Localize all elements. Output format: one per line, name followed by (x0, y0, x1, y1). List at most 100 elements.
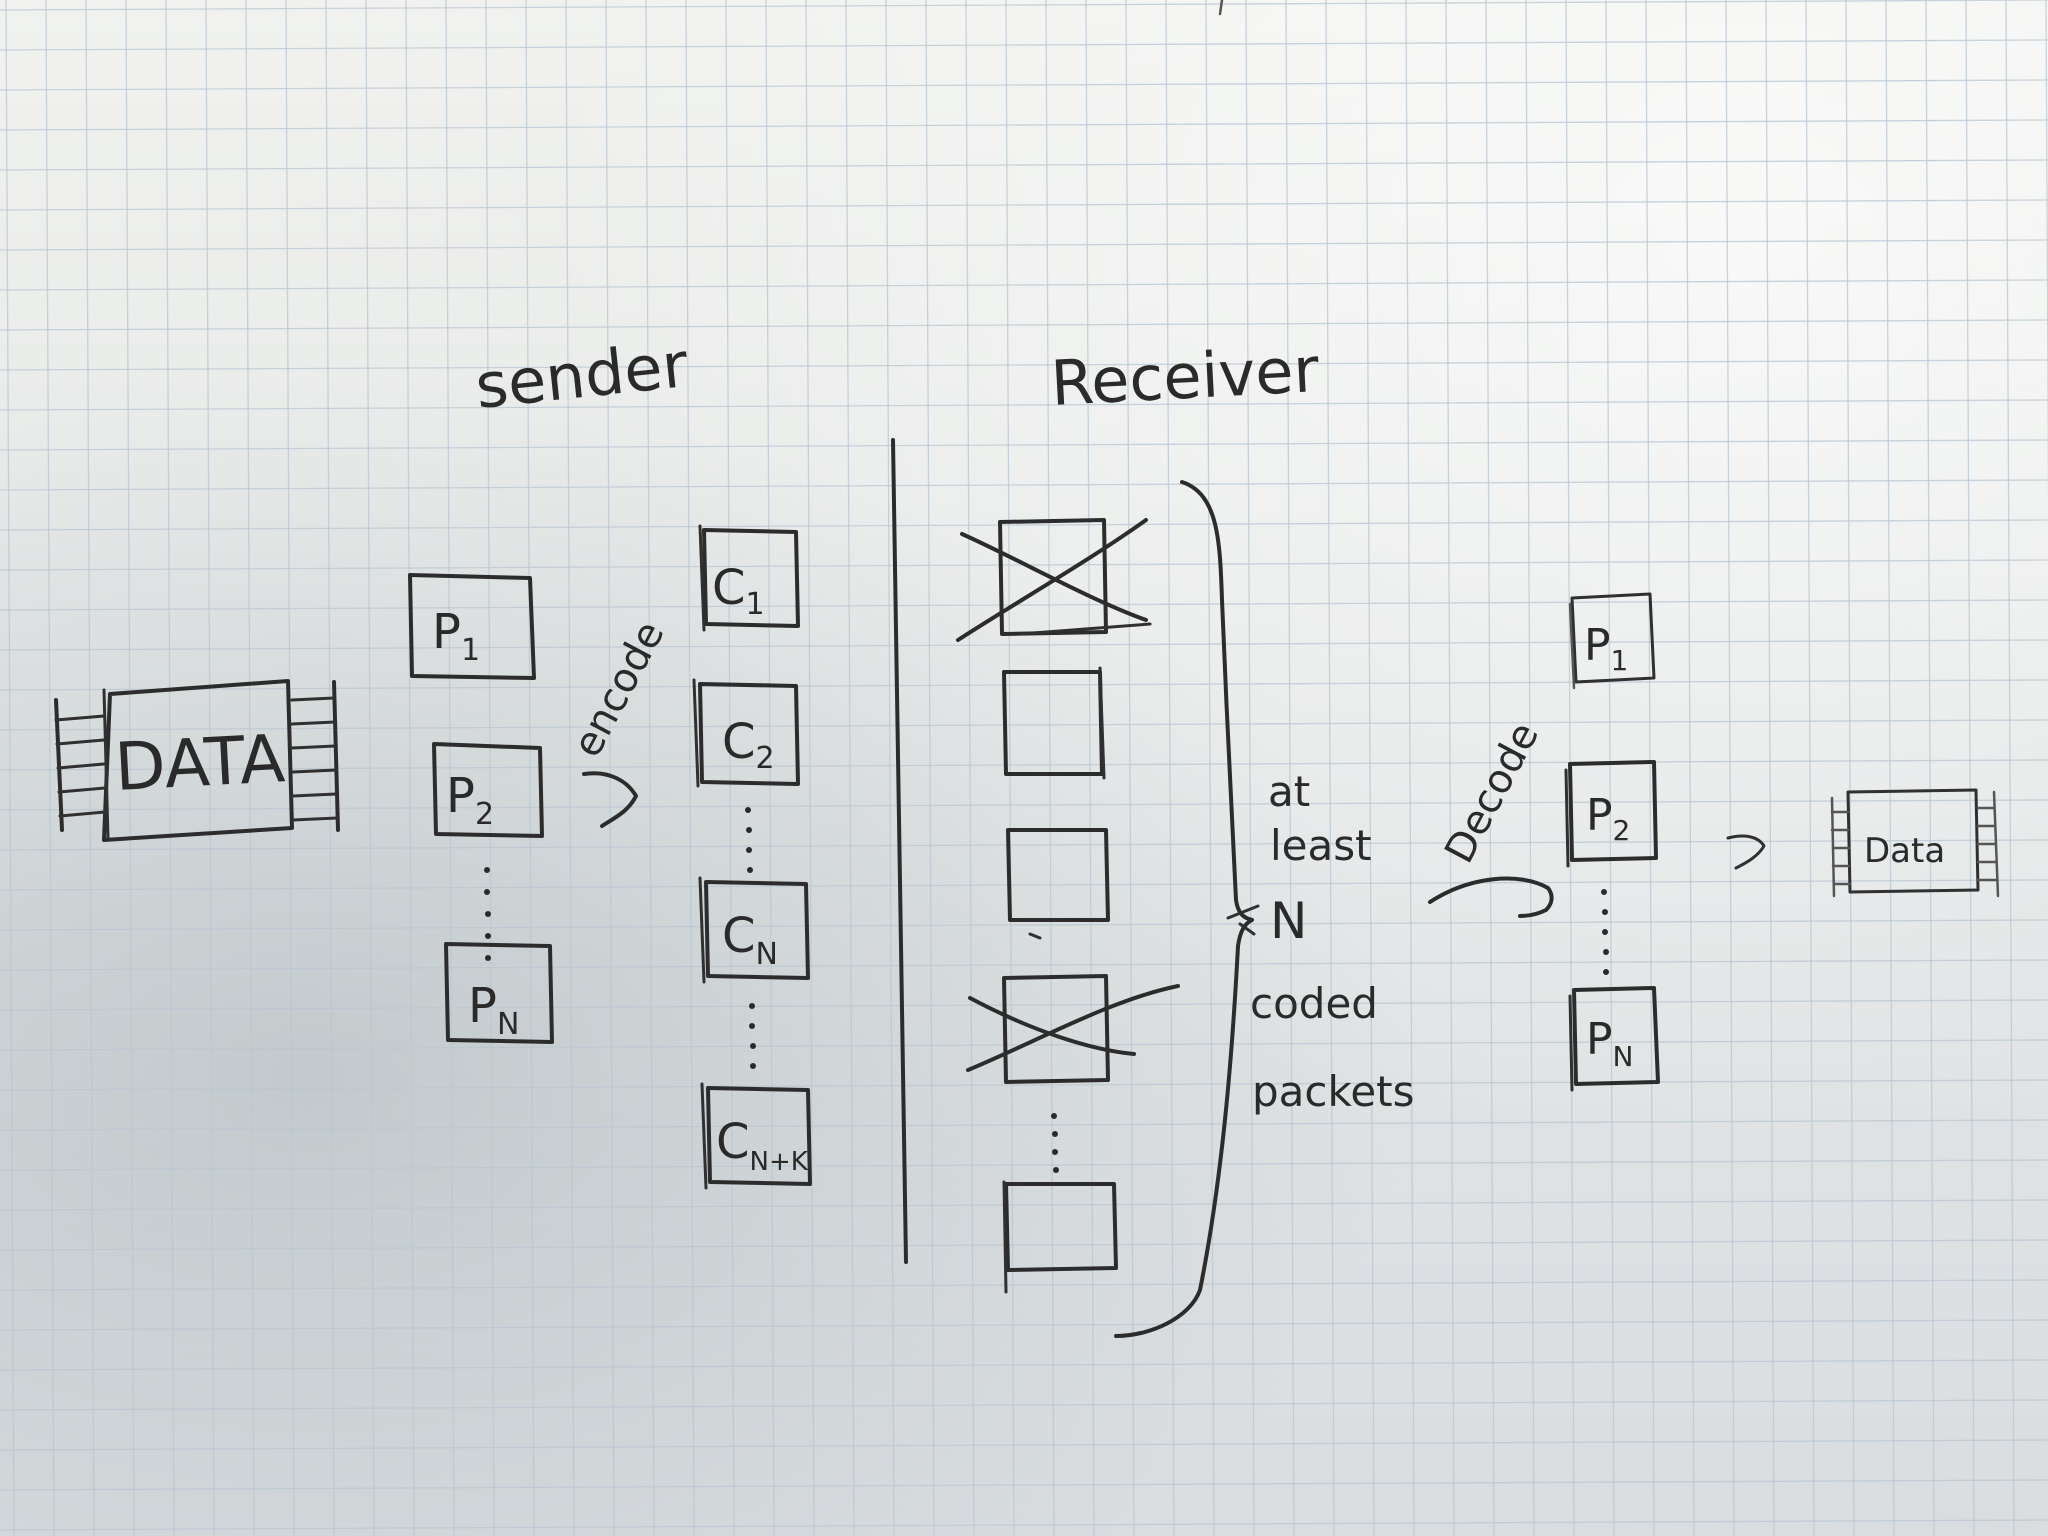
grid-line-vertical (885, 0, 895, 1536)
received-packet-lost-2 (966, 974, 1180, 1084)
svg-text:P2: P2 (446, 768, 494, 832)
decoded-ellipsis (1601, 889, 1609, 975)
grid-line-horizontal (0, 39, 2048, 51)
output-data-label: Data (1864, 831, 1945, 871)
decoded-packet-n-letter: P (1586, 1014, 1613, 1065)
grid-line-vertical (1365, 0, 1375, 1536)
brace-note-line2: least (1270, 821, 1372, 870)
grid-line-vertical (1645, 0, 1655, 1536)
grid-line-horizontal (0, 999, 2048, 1011)
output-arrow (1726, 834, 1766, 870)
svg-text:CN: CN (722, 908, 778, 972)
sender-packet-n-letter: P (468, 978, 497, 1034)
decoded-packet-1-sub: 1 (1611, 644, 1629, 677)
grid-line-vertical (1005, 0, 1015, 1536)
brace-note-line4: coded (1250, 979, 1378, 1028)
grid-line-vertical (1245, 0, 1255, 1536)
grid-line-vertical (805, 0, 815, 1536)
grid-line-horizontal (0, 0, 2048, 11)
received-packet-lost-1 (956, 518, 1152, 642)
grid-line-horizontal (0, 1519, 2048, 1531)
brace-pointer (1226, 904, 1260, 936)
grid-line-vertical (125, 0, 135, 1536)
grid-line-horizontal (0, 159, 2048, 171)
output-data-block: Data (1830, 788, 2000, 898)
decoded-packet-2: P2 (1564, 760, 1658, 868)
channel-divider (891, 438, 908, 1264)
grid-line-horizontal (0, 879, 2048, 891)
grid-line-horizontal (0, 1479, 2048, 1491)
sender-packet-n-sub: N (497, 1007, 519, 1042)
grid-line-horizontal (0, 319, 2048, 331)
received-packet-last (1002, 1180, 1118, 1294)
grid-line-vertical (605, 0, 615, 1536)
grid-line-horizontal (0, 239, 2048, 251)
svg-text:PN: PN (468, 978, 519, 1042)
svg-text:C1: C1 (712, 560, 765, 622)
grid-line-horizontal (0, 479, 2048, 491)
sender-packet-1: P1 (408, 573, 536, 680)
grid-line-vertical (1085, 0, 1095, 1536)
grid-line-horizontal (0, 1079, 2048, 1091)
decoded-packet-1: P1 (1568, 592, 1656, 690)
coded-packet-nk-sub: N+K (750, 1147, 809, 1177)
grid-line-vertical (925, 0, 935, 1536)
brace-annotation: at least N coded packets (1250, 767, 1415, 1116)
coded-packet-2: C2 (692, 678, 800, 788)
grid-line-horizontal (0, 1359, 2048, 1371)
coded-packet-n-plus-k: CN+K (700, 1082, 812, 1190)
sender-packet-n: PN (444, 942, 554, 1044)
grid-line-vertical (1205, 0, 1215, 1536)
sender-packet-2-letter: P (446, 768, 475, 824)
grid-line-vertical (1605, 0, 1615, 1536)
coded-packet-2-sub: 2 (756, 741, 775, 776)
grid-line-vertical (1765, 0, 1775, 1536)
svg-text:P1: P1 (1584, 620, 1628, 677)
coded-packet-nk-letter: C (716, 1114, 750, 1170)
grid-line-vertical (1445, 0, 1455, 1536)
grid-line-horizontal (0, 79, 2048, 91)
source-data-label: DATA (113, 720, 287, 806)
grid-line-horizontal (0, 759, 2048, 771)
grid-line-horizontal (0, 359, 2048, 371)
coded-packet-n: CN (698, 876, 810, 984)
grid-line-vertical (45, 0, 55, 1536)
coded-ellipsis-1 (745, 807, 753, 873)
grid-line-vertical (1125, 0, 1135, 1536)
grid-line-horizontal (0, 279, 2048, 291)
sender-packet-1-letter: P (432, 604, 461, 660)
grid-line-horizontal (0, 1279, 2048, 1291)
sender-packet-2-sub: 2 (475, 797, 494, 832)
coded-packet-n-letter: C (722, 908, 756, 964)
decoded-packet-n: PN (1568, 986, 1660, 1092)
lost-cross-2 (956, 518, 1148, 642)
decode-arrow (1428, 876, 1554, 918)
grid-line-vertical (1485, 0, 1495, 1536)
grid-line-horizontal (0, 399, 2048, 411)
grid-line-horizontal (0, 799, 2048, 811)
svg-text:CN+K: CN+K (716, 1114, 809, 1177)
coded-packet-n-sub: N (756, 937, 778, 972)
sender-packet-2: P2 (432, 742, 544, 838)
grid-line-vertical (845, 0, 855, 1536)
lost-cross-4 (966, 984, 1180, 1072)
lost-cross-3 (968, 996, 1136, 1056)
svg-text:P1: P1 (432, 604, 480, 668)
receiver-brace (1114, 480, 1254, 1338)
sender-packet-1-sub: 1 (461, 633, 480, 668)
received-ellipsis (1051, 1113, 1059, 1173)
grid-line-horizontal (0, 679, 2048, 691)
grid-line-vertical (1845, 0, 1855, 1536)
grid-line-vertical (85, 0, 95, 1536)
svg-text:C2: C2 (722, 714, 775, 776)
coded-packet-2-letter: C (722, 714, 756, 770)
grid-line-vertical (725, 0, 735, 1536)
svg-text:P2: P2 (1586, 790, 1630, 847)
grid-line-horizontal (0, 1399, 2048, 1411)
grid-line-horizontal (0, 1199, 2048, 1211)
decoded-packet-n-sub: N (1613, 1040, 1634, 1073)
grid-line-vertical (1325, 0, 1335, 1536)
grid-line-vertical (205, 0, 215, 1536)
